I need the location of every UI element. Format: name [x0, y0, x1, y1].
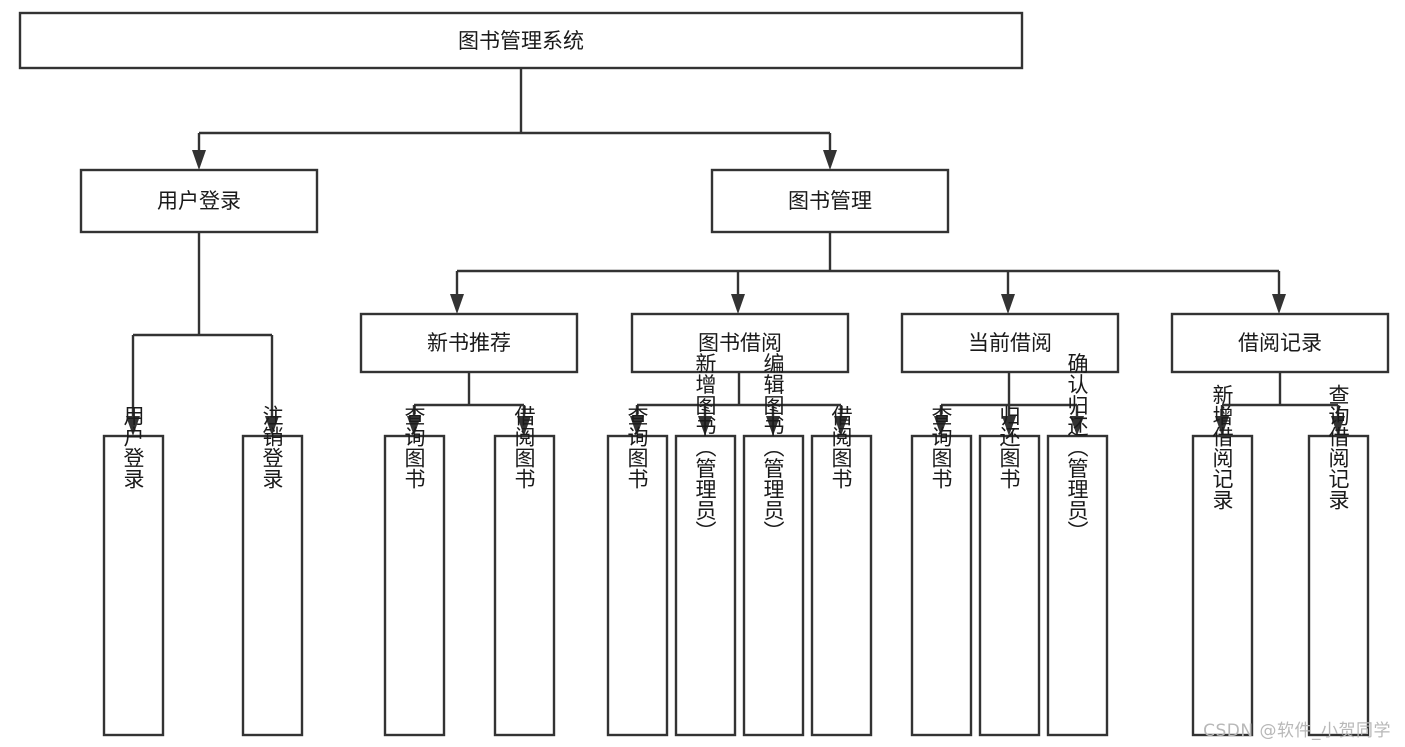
leaf-node-book-borrow-2[interactable]: 新增图书（管理员） — [674, 353, 737, 737]
leaf-node-borrow-record-1[interactable]: 新增借阅记录 — [1191, 384, 1254, 737]
node-book-management-box[interactable] — [710, 168, 950, 234]
leaf-node-user-login-1[interactable]: 用户登录 — [102, 405, 165, 737]
leaf-box[interactable] — [978, 434, 1041, 737]
leaf-node-current-borrow-3[interactable]: 确认归还（管理员） — [1046, 353, 1109, 737]
leaf-label: 借阅图书 — [512, 405, 536, 489]
leaf-node-recommend-2[interactable]: 借阅图书 — [493, 405, 556, 737]
leaf-label: 查询借阅记录 — [1326, 384, 1350, 510]
node-book-borrow[interactable]: 图书借阅 — [630, 312, 850, 374]
arrow-head-userlogin — [192, 150, 206, 170]
node-book-borrow-box[interactable] — [630, 312, 850, 374]
leaf-node-borrow-record-2[interactable]: 查询借阅记录 — [1307, 384, 1370, 737]
leaf-node-recommend-1[interactable]: 查询图书 — [383, 405, 446, 737]
leaf-box[interactable] — [810, 434, 873, 737]
arrow-head-bookmgmt — [823, 150, 837, 170]
leaf-box[interactable] — [1307, 434, 1370, 737]
leaf-label: 注销登录 — [260, 405, 284, 489]
node-borrow-record-label: 借阅记录 — [1238, 331, 1322, 355]
leaf-node-book-borrow-4[interactable]: 借阅图书 — [810, 405, 873, 737]
leaf-label: 查询图书 — [625, 405, 649, 489]
leaf-node-book-borrow-1[interactable]: 查询图书 — [606, 405, 669, 737]
leaf-box[interactable] — [102, 434, 165, 737]
node-borrow-record-box[interactable] — [1170, 312, 1390, 374]
leaf-node-book-borrow-3[interactable]: 编辑图书（管理员） — [742, 353, 805, 737]
node-current-borrow[interactable]: 当前借阅 — [900, 312, 1120, 374]
node-user-login-box[interactable] — [79, 168, 319, 234]
node-new-book-recommend-box[interactable] — [359, 312, 579, 374]
leaf-box[interactable] — [493, 434, 556, 737]
node-user-login[interactable]: 用户登录 — [79, 168, 319, 234]
arrow-head-leaf-record-2 — [1331, 416, 1345, 436]
leaf-box[interactable] — [241, 434, 304, 737]
leaf-box[interactable] — [606, 434, 669, 737]
node-root-label: 图书管理系统 — [458, 29, 584, 53]
arrow-head-leaf-recommend-2 — [517, 416, 531, 436]
node-borrow-record[interactable]: 借阅记录 — [1170, 312, 1390, 374]
arrow-head-leaf-record-1 — [1215, 416, 1229, 436]
node-root-book-management-system[interactable]: 图书管理系统 — [18, 11, 1024, 70]
node-book-management-label: 图书管理 — [788, 189, 872, 213]
node-current-borrow-label: 当前借阅 — [968, 331, 1052, 355]
leaf-label: 编辑图书（管理员） — [761, 353, 785, 542]
node-new-book-recommend-label: 新书推荐 — [427, 331, 511, 355]
leaf-label: 新增图书（管理员） — [693, 353, 717, 542]
node-root-box[interactable] — [18, 11, 1024, 70]
arrow-head-leaf-borrow-3 — [766, 416, 780, 436]
arrow-head-leaf-borrow-2 — [698, 416, 712, 436]
connector-layer — [126, 68, 1345, 436]
arrow-head-leaf-recommend-1 — [407, 416, 421, 436]
arrow-head-book-borrow — [731, 294, 745, 314]
leaf-box[interactable] — [383, 434, 446, 737]
leaf-node-current-borrow-2[interactable]: 归还图书 — [978, 405, 1041, 737]
leaf-node-current-borrow-1[interactable]: 查询图书 — [910, 405, 973, 737]
leaf-box[interactable] — [1191, 434, 1254, 737]
node-book-management[interactable]: 图书管理 — [710, 168, 950, 234]
node-user-login-label: 用户登录 — [157, 189, 241, 213]
node-book-borrow-label: 图书借阅 — [698, 331, 782, 355]
node-current-borrow-box[interactable] — [900, 312, 1120, 374]
leaf-box[interactable] — [1046, 434, 1109, 737]
leaf-label: 借阅图书 — [829, 405, 853, 489]
arrow-head-new-book-recommend — [450, 294, 464, 314]
arrow-head-leaf-user-login — [126, 416, 140, 436]
arrow-head-leaf-current-2 — [1002, 416, 1016, 436]
leaf-label: 用户登录 — [121, 405, 145, 489]
arrow-head-leaf-borrow-1 — [630, 416, 644, 436]
leaf-box[interactable] — [910, 434, 973, 737]
leaf-label: 新增借阅记录 — [1210, 384, 1234, 510]
arrow-head-borrow-record — [1272, 294, 1286, 314]
arrow-head-leaf-borrow-4 — [834, 416, 848, 436]
leaf-box[interactable] — [674, 434, 737, 737]
leaf-label: 归还图书 — [997, 405, 1021, 489]
arrow-head-current-borrow — [1001, 294, 1015, 314]
leaf-label: 查询图书 — [402, 405, 426, 489]
leaf-box[interactable] — [742, 434, 805, 737]
leaf-label: 查询图书 — [929, 405, 953, 489]
leaf-node-user-login-2[interactable]: 注销登录 — [241, 405, 304, 737]
arrow-head-leaf-current-3 — [1070, 416, 1084, 436]
node-new-book-recommend[interactable]: 新书推荐 — [359, 312, 579, 374]
arrow-head-leaf-logout — [265, 416, 279, 436]
arrow-head-leaf-current-1 — [934, 416, 948, 436]
leaf-label: 确认归还（管理员） — [1065, 353, 1089, 542]
